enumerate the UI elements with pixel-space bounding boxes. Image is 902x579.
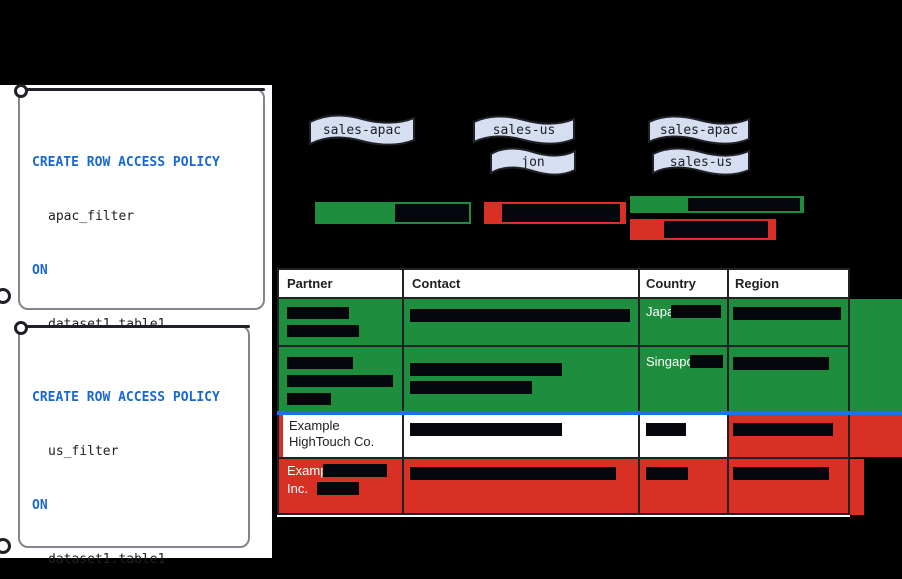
- table-border: [277, 457, 850, 459]
- redacted-bar: [395, 204, 469, 222]
- code-line: ON: [32, 262, 236, 280]
- redacted-bar: [733, 307, 841, 320]
- column-header-country: Country: [646, 276, 696, 291]
- redacted-bar: [410, 309, 630, 322]
- us-scope-strip-2: [850, 459, 864, 515]
- redacted-bar: [646, 467, 688, 480]
- flag-label: sales-us: [670, 155, 733, 170]
- column-header-region: Region: [735, 276, 780, 291]
- code-line: dataset1.table1: [48, 552, 166, 567]
- flag-shape: [648, 115, 750, 145]
- code-line: apac_filter: [48, 209, 135, 224]
- table-border: [848, 268, 850, 515]
- apac-access-arrow: [315, 202, 471, 224]
- us-scope-strip: [850, 415, 902, 457]
- scroll-curl-icon: [0, 538, 11, 554]
- redacted-bar: [287, 325, 359, 337]
- redacted-bar: [690, 355, 723, 368]
- sql-keyword: CREATE ROW ACCESS POLICY: [32, 155, 220, 170]
- table-border: [277, 268, 279, 515]
- region-cell-fill: [729, 415, 848, 457]
- sql-keyword: ON: [32, 498, 48, 513]
- redacted-bar: [733, 357, 829, 370]
- flag-shape: [652, 147, 750, 176]
- partner-table: Partner Contact Country Region Japan Sin…: [277, 268, 902, 517]
- redacted-bar: [287, 375, 393, 387]
- redacted-bar: [410, 467, 616, 480]
- scroll-curl-icon: [14, 84, 28, 98]
- redacted-bar: [410, 423, 562, 436]
- redacted-bar: [287, 393, 331, 405]
- redacted-bar: [688, 198, 800, 211]
- us-access-arrow: [484, 202, 626, 224]
- scroll-top-edge: [18, 325, 250, 328]
- table-border: [277, 513, 850, 515]
- code-line: us_filter: [48, 444, 119, 459]
- redacted-bar: [287, 357, 353, 369]
- flag-label: jon: [521, 155, 544, 170]
- redacted-bar: [671, 305, 721, 318]
- scroll-curl-icon: [14, 321, 28, 335]
- jon-user-flag: jon: [490, 147, 576, 176]
- row-accent: [279, 415, 283, 457]
- sales-us-group-flag-2: sales-us: [652, 147, 750, 176]
- jon-scope-line: [277, 411, 902, 415]
- sales-apac-group-flag-2: sales-apac: [648, 115, 750, 145]
- redacted-bar: [323, 464, 387, 477]
- column-header-partner: Partner: [287, 276, 333, 291]
- redacted-bar: [410, 363, 562, 376]
- redacted-bar: [287, 307, 349, 319]
- redacted-bar: [646, 423, 686, 436]
- table-border: [277, 268, 850, 270]
- apac-scope-strip: [850, 299, 902, 411]
- apac-policy-code-card: CREATE ROW ACCESS POLICY apac_filter ON …: [18, 88, 265, 548]
- combined-apac-access-arrow: [630, 196, 804, 213]
- table-border: [402, 268, 404, 515]
- code-line: ON: [32, 497, 236, 515]
- redacted-bar: [502, 204, 620, 222]
- scroll-top-edge: [18, 88, 265, 91]
- sales-apac-group-flag: sales-apac: [309, 114, 415, 146]
- partner-cell: HighTouch Co.: [289, 434, 375, 449]
- flag-shape: [473, 115, 575, 145]
- column-header-contact: Contact: [412, 276, 461, 291]
- table-border: [638, 268, 640, 515]
- combined-us-access-arrow: [630, 219, 776, 240]
- sql-keyword: ON: [32, 263, 48, 278]
- flag-shape: [309, 114, 415, 146]
- code-line: CREATE ROW ACCESS POLICY: [32, 154, 236, 172]
- redacted-bar: [317, 482, 359, 495]
- us-policy-code-card: CREATE ROW ACCESS POLICY us_filter ON da…: [18, 325, 250, 567]
- redacted-bar: [664, 221, 768, 238]
- partner-cell: Inc.: [287, 481, 308, 496]
- sales-us-group-flag: sales-us: [473, 115, 575, 145]
- flag-label: sales-apac: [323, 123, 401, 138]
- table-border: [277, 345, 850, 347]
- scroll-curl-icon: [0, 288, 11, 304]
- sql-keyword: CREATE ROW ACCESS POLICY: [32, 390, 220, 405]
- flag-shape: [490, 147, 576, 176]
- redacted-bar: [733, 467, 829, 480]
- partner-cell: Example: [289, 418, 340, 433]
- code-line: CREATE ROW ACCESS POLICY: [32, 389, 236, 407]
- redacted-bar: [410, 381, 532, 394]
- flag-label: sales-apac: [660, 123, 738, 138]
- redacted-bar: [733, 423, 833, 436]
- us-policy-sql: CREATE ROW ACCESS POLICY us_filter ON da…: [32, 353, 236, 579]
- table-border: [727, 268, 729, 515]
- table-border: [277, 297, 850, 299]
- flag-label: sales-us: [493, 123, 556, 138]
